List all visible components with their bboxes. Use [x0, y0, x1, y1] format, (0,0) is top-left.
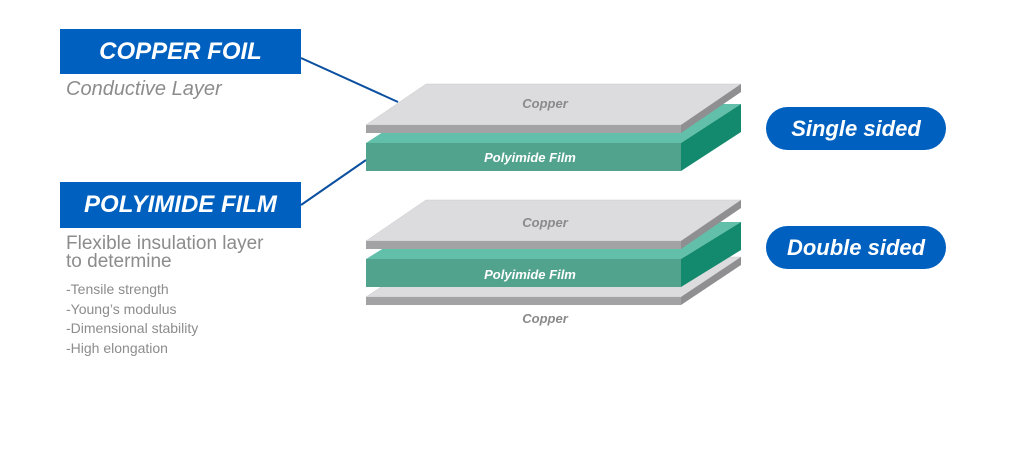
film-layer-label: Polyimide Film	[484, 267, 576, 282]
film-front-face	[366, 259, 681, 287]
copper-foil-title: COPPER FOIL	[99, 37, 262, 65]
property-item: -Tensile strength	[66, 281, 169, 297]
copper-connector-line	[300, 57, 399, 103]
single-sided-badge: Single sided	[766, 107, 946, 150]
film-side-face	[681, 104, 741, 171]
single-sided-stack: Copper Polyimide Film	[365, 83, 742, 171]
top-copper-front-edge	[366, 241, 681, 249]
copper-side-edge	[681, 84, 741, 133]
bottom-copper-front-edge	[366, 297, 681, 305]
top-copper-side-edge	[681, 200, 741, 249]
property-item: -High elongation	[66, 339, 168, 356]
film-layer-label: Polyimide Film	[484, 150, 576, 165]
property-item: -Dimensional stability	[66, 320, 199, 336]
copper-foil-subtitle: Conductive Layer	[66, 78, 222, 100]
film-side-face	[681, 222, 741, 287]
bottom-copper-side-edge	[681, 257, 741, 305]
description-line-2: to determine	[66, 251, 172, 272]
top-copper-layer-label: Copper	[522, 215, 568, 230]
copper-foil-label: COPPER FOIL	[60, 29, 301, 74]
double-sided-stack: Copper Polyimide Film Copper	[365, 199, 742, 326]
polyimide-film-title: POLYIMIDE FILM	[84, 191, 277, 218]
double-sided-badge-label: Double sided	[786, 234, 926, 260]
polyimide-properties-list: -Tensile strength -Young’s modulus -Dime…	[66, 280, 198, 358]
copper-front-edge	[366, 125, 681, 133]
film-connector-line	[300, 159, 367, 206]
description-line-1: Flexible insulation layer	[66, 233, 264, 254]
double-sided-badge: Double sided	[766, 226, 946, 269]
single-sided-badge-label: Single sided	[791, 115, 921, 141]
polyimide-film-label: POLYIMIDE FILM	[60, 182, 301, 228]
polyimide-film-description: Flexible insulation layer to determine	[66, 233, 264, 272]
film-front-face	[366, 143, 681, 171]
copper-layer-label: Copper	[522, 96, 568, 111]
bottom-copper-layer-label: Copper	[522, 311, 568, 326]
property-item: -Young’s modulus	[66, 300, 177, 317]
